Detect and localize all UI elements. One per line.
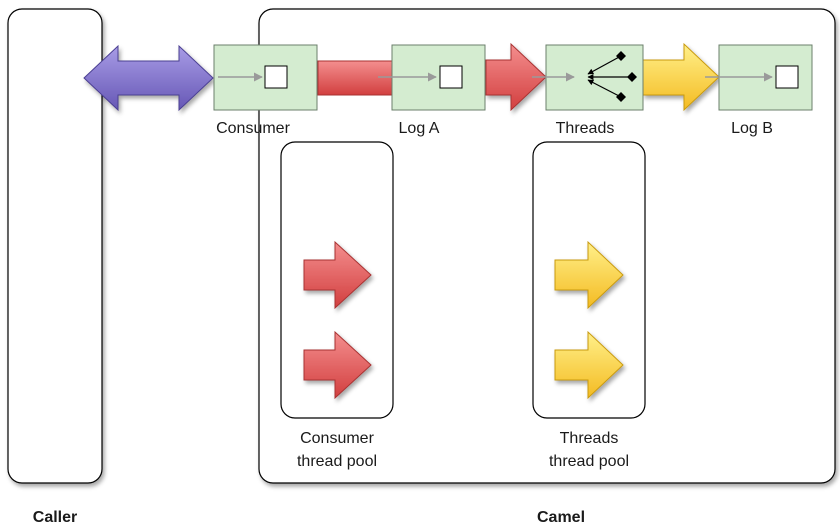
label-consumer: Consumer (216, 120, 290, 137)
label-log-a: Log A (399, 120, 440, 137)
threads-pool-label-line1: Threads (560, 430, 619, 447)
threads-pool-label-line2: thread pool (549, 453, 629, 470)
consumer-pool-label-line1: Consumer (300, 430, 374, 447)
consumer-pool-thread-arrow (303, 240, 372, 310)
label-log-b: Log B (731, 120, 773, 137)
yellow-flow-arrow (642, 42, 720, 112)
caller-caption: Caller (33, 509, 77, 526)
red-flow-arrow (317, 60, 393, 96)
consumer-pool-label-line2: thread pool (297, 453, 377, 470)
node-log-a (378, 44, 486, 111)
node-consumer (213, 44, 318, 111)
threads-pool-thread-arrow (554, 240, 624, 310)
node-threads (532, 44, 644, 111)
red-flow-arrow-2 (485, 42, 547, 112)
purple-double-arrow (83, 44, 214, 112)
consumer-pool-thread-arrow (303, 330, 372, 400)
node-log-b (705, 44, 813, 111)
threads-pool-thread-arrow (554, 330, 624, 400)
camel-caption: Camel (537, 509, 585, 526)
label-threads: Threads (556, 120, 615, 137)
caller-box (7, 8, 103, 484)
